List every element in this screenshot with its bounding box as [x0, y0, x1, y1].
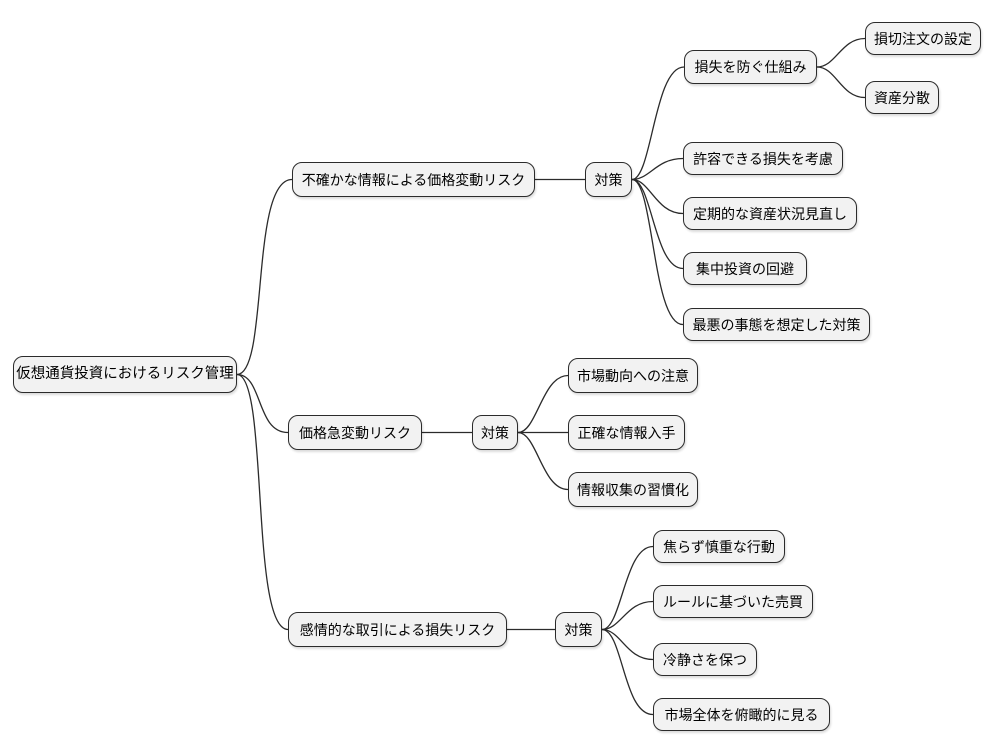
edge-c3-item4 [601, 628, 654, 716]
edge-item1-child1 [816, 37, 866, 68]
node-countermeasure-3: 対策 [555, 612, 602, 647]
edge-c2-item1 [517, 374, 569, 434]
node-rule-based-trading: ルールに基づいた売買 [653, 585, 813, 618]
node-countermeasure-1: 対策 [585, 162, 632, 197]
edge-c1-item4 [631, 178, 684, 270]
node-branch-emotional-trading-risk: 感情的な取引による損失リスク [288, 612, 507, 647]
edge-item1-child2 [816, 66, 866, 99]
node-market-trend-attention: 市場動向への注意 [568, 358, 698, 393]
node-information-habit: 情報収集の習慣化 [568, 472, 698, 507]
node-stay-calm: 冷静さを保つ [653, 643, 757, 676]
node-accurate-information: 正確な情報入手 [568, 415, 685, 450]
node-careful-action: 焦らず慎重な行動 [653, 530, 785, 563]
node-root-risk-management: 仮想通貨投資におけるリスク管理 [13, 356, 237, 393]
edge-c1-item1 [631, 66, 685, 181]
node-branch-sudden-price-risk: 価格急変動リスク [288, 415, 422, 450]
edge-root-branch3 [236, 373, 289, 631]
node-loss-prevention-mechanism: 損失を防ぐ仕組み [684, 50, 817, 84]
edge-c3-item1 [601, 545, 654, 631]
edge-c3-item2 [601, 600, 654, 631]
node-stop-loss-order: 損切注文の設定 [865, 22, 981, 55]
edge-c1-item2 [631, 157, 684, 181]
node-countermeasure-2: 対策 [472, 415, 518, 450]
node-branch-uncertain-info-risk: 不確かな情報による価格変動リスク [292, 162, 535, 197]
edge-c2-item3 [517, 431, 569, 491]
edge-root-branch1 [236, 178, 293, 376]
node-worst-case-measures: 最悪の事態を想定した対策 [683, 308, 870, 341]
node-asset-diversification: 資産分散 [865, 81, 939, 114]
node-avoid-concentrated-investment: 集中投資の回避 [683, 252, 807, 285]
edge-c1-item5 [631, 178, 684, 326]
node-birds-eye-market-view: 市場全体を俯瞰的に見る [653, 698, 830, 731]
edge-c1-item3 [631, 178, 684, 215]
edge-c3-item3 [601, 628, 654, 661]
node-acceptable-loss: 許容できる損失を考慮 [683, 142, 843, 175]
edge-root-branch2 [236, 373, 289, 434]
node-regular-asset-review: 定期的な資産状況見直し [683, 197, 857, 230]
